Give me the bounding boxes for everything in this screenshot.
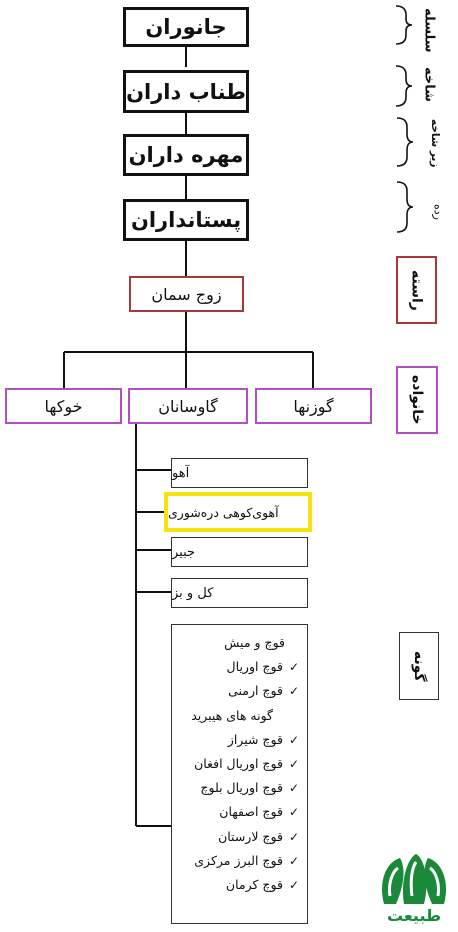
checkmark-icon: ✓	[288, 829, 299, 844]
list-heading: قوچ و میش	[224, 635, 285, 650]
list-item: ✓قوچ البرز مرکزی	[172, 849, 307, 873]
checkmark-icon: ✓	[288, 781, 299, 796]
rank-label: مهره داران	[128, 143, 244, 167]
list-subheading: گونه های هیبرید	[191, 707, 273, 723]
checkmark-icon: ✓	[288, 732, 299, 747]
brace-icon	[395, 5, 413, 45]
rank-label-order: راسته	[396, 256, 437, 324]
list-item: ✓قوچ ارمنی	[172, 679, 307, 703]
rank-box-chordates: طناب داران	[123, 70, 249, 113]
species-box-goat: کل و بز	[171, 578, 308, 608]
brace-icon	[395, 65, 413, 107]
nature-logo: طبیعت	[376, 852, 452, 928]
list-item: ✓قوچ اوریال بلوچ	[172, 776, 307, 800]
order-box: زوج سمان	[129, 276, 244, 312]
rank-label-phylum: شاخه	[421, 66, 437, 102]
species-label: آهو	[172, 465, 190, 481]
family-box-bovids: گاوسانان	[128, 388, 248, 424]
rank-label-family: خانواده	[396, 366, 438, 434]
list-item: ✓قوچ اصفهان	[172, 800, 307, 824]
checkmark-icon: ✓	[288, 757, 299, 772]
checkmark-icon: ✓	[288, 684, 299, 699]
species-box-jebeer: جبیر	[171, 537, 308, 567]
rank-label: طناب داران	[126, 79, 246, 104]
rank-label: جانوران	[145, 15, 227, 39]
leaf-logo-icon	[381, 854, 447, 904]
rank-box-mammals: پستانداران	[123, 199, 249, 241]
species-label: آهوی‌کوهی دره‌شوری	[168, 504, 279, 520]
list-item: ✓قوچ کرمان	[172, 873, 307, 897]
checkmark-icon: ✓	[288, 878, 299, 893]
rank-label-species: گونه	[399, 632, 439, 700]
checkmark-icon: ✓	[288, 805, 299, 820]
sheep-list-box: قوچ و میش ✓قوچ اوریال ✓قوچ ارمنی گونه ها…	[171, 624, 308, 924]
species-box-highlighted: آهوی‌کوهی دره‌شوری	[164, 492, 312, 532]
order-label: زوج سمان	[151, 284, 222, 304]
family-label: خوکها	[44, 396, 83, 416]
rank-box-animals: جانوران	[123, 7, 249, 47]
list-item: ✓قوچ اوریال	[172, 655, 307, 679]
brace-icon	[396, 117, 414, 167]
rank-label-class: رده	[431, 204, 445, 220]
rank-label-kingdom: سلسله	[421, 7, 437, 53]
rank-label: پستانداران	[130, 208, 242, 232]
list-item: ✓قوچ شیراز	[172, 728, 307, 752]
family-box-deer: گوزنها	[255, 388, 372, 424]
family-label: گاوسانان	[158, 396, 218, 416]
rank-box-vertebrates: مهره داران	[123, 134, 249, 176]
rank-label-subphylum: زیر شاخه	[429, 118, 441, 168]
brace-icon	[396, 181, 414, 233]
species-box-gazelle: آهو	[171, 458, 308, 488]
species-label: جبیر	[172, 544, 196, 560]
species-label: کل و بز	[172, 585, 214, 601]
logo-text: طبیعت	[386, 906, 442, 925]
checkmark-icon: ✓	[288, 853, 299, 868]
list-item: ✓قوچ اوریال افغان	[172, 752, 307, 776]
list-item: ✓قوچ لارستان	[172, 825, 307, 849]
family-box-pigs: خوکها	[5, 388, 122, 424]
family-label: گوزنها	[293, 396, 334, 416]
checkmark-icon: ✓	[288, 660, 299, 675]
